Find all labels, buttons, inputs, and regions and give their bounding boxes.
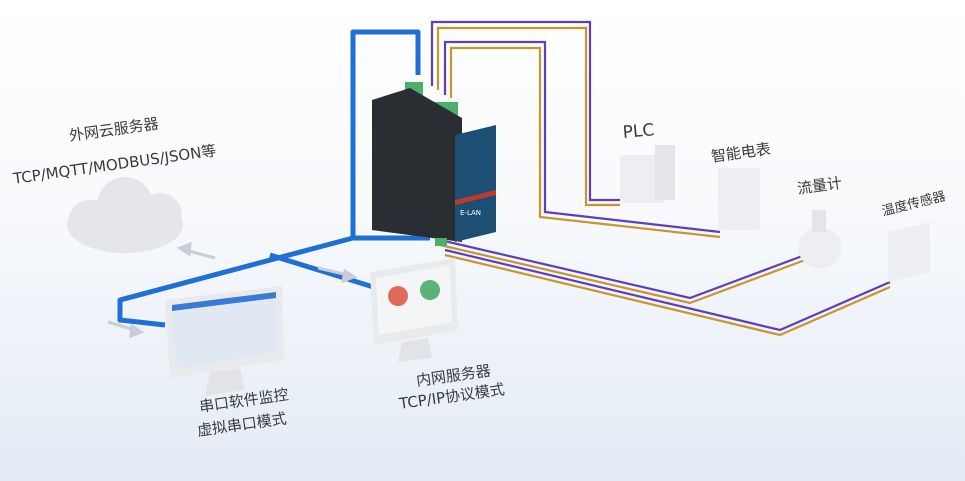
temp-sensor-icon: [888, 222, 930, 282]
serial-server-device: E-LAN: [372, 82, 496, 246]
device-brand: E-LAN: [460, 209, 481, 217]
serial-cables: [430, 20, 891, 337]
plc-icon: [620, 145, 675, 203]
smart-meter-icon: [718, 168, 760, 230]
cloud-icon: [67, 177, 183, 253]
flow-meter-icon: [798, 210, 842, 268]
lan-server-computer: [370, 258, 458, 362]
flow-arrows: [107, 241, 358, 339]
serial-monitor-computer: [165, 286, 284, 396]
ethernet-cable: [117, 29, 430, 328]
plc-label: PLC: [621, 120, 656, 143]
